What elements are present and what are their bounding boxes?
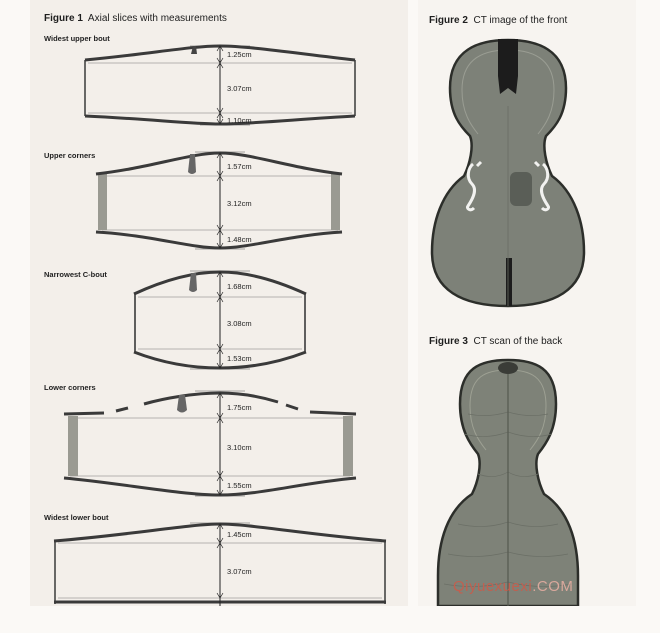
back-plate [63, 476, 357, 497]
fingerboard-shadow [498, 39, 518, 94]
measurement-middle: 3.07cm [227, 84, 252, 93]
measurement-bottom: 1.10cm [227, 116, 252, 125]
figure-1-number: Figure 1 [44, 13, 83, 24]
figure-2-caption: CT image of the front [473, 15, 568, 26]
slice-diagram-widest-upper-bout: 1.25cm 3.07cm 1.10cm [84, 44, 356, 126]
left-rib [98, 174, 107, 230]
purfling-upper [461, 49, 555, 135]
figure-1-caption: Axial slices with measurements [87, 13, 227, 24]
slice-diagram-narrowest-c-bout: 1.68cm 3.08cm 1.53cm [133, 270, 307, 370]
measurement-middle: 3.10cm [227, 443, 252, 452]
ct-front-image [430, 38, 586, 308]
measurement-arrows [216, 152, 224, 249]
measurement-middle: 3.07cm [227, 567, 252, 576]
left-rib [68, 416, 78, 476]
slice-label-widest-lower-bout: Widest lower bout [44, 513, 109, 522]
purfling-back [469, 369, 547, 451]
measurement-bottom: 1.53cm [227, 354, 252, 363]
bass-bar [191, 46, 197, 54]
bridge-area [510, 172, 532, 206]
bass-bar [177, 395, 187, 413]
f-hole-right [533, 160, 550, 212]
top-plate [95, 151, 343, 176]
figure-3-number: Figure 3 [429, 336, 468, 347]
measurement-middle: 3.12cm [227, 199, 252, 208]
bass-bar [188, 154, 196, 174]
measurement-top: 1.45cm [227, 530, 252, 539]
tailpiece-shadow [506, 258, 512, 306]
slice-label-upper-corners: Upper corners [44, 151, 96, 160]
measurement-top: 1.75cm [227, 403, 252, 412]
measurement-arrows [216, 271, 224, 369]
measurement-arrows [216, 392, 224, 496]
slice-label-lower-corners: Lower corners [44, 383, 96, 392]
slice-diagram-lower-corners: 1.75cm 3.10cm 1.55cm [63, 390, 357, 497]
measurement-top: 1.25cm [227, 50, 252, 59]
slice-diagram-widest-lower-bout: 1.45cm 3.07cm [53, 522, 387, 606]
right-rib [343, 416, 353, 476]
measurement-arrows [216, 45, 224, 125]
watermark-suffix: .COM [532, 578, 574, 595]
ct-back-image [436, 358, 580, 606]
measurement-bottom: 1.55cm [227, 481, 252, 490]
slice-label-narrowest-c-bout: Narrowest C-bout [44, 270, 107, 279]
top-plate [63, 391, 357, 416]
figure-2-number: Figure 2 [429, 15, 468, 26]
measurement-top: 1.57cm [227, 162, 252, 171]
measurement-top: 1.68cm [227, 282, 252, 291]
figure-3-title: Figure 3 CT scan of the back [429, 336, 562, 347]
watermark: Qiyuexuexi.COM [453, 578, 573, 595]
back-plate [95, 230, 343, 250]
figure-2-title: Figure 2 CT image of the front [429, 15, 567, 26]
figure-1-panel [30, 0, 408, 606]
right-rib [331, 174, 340, 230]
f-hole-left [466, 160, 483, 212]
bass-bar [189, 273, 197, 292]
figure-3-caption: CT scan of the back [473, 336, 563, 347]
measurement-arrows [216, 523, 224, 599]
slice-diagram-upper-corners: 1.57cm 3.12cm 1.48cm [95, 151, 343, 250]
figure-1-title: Figure 1 Axial slices with measurements [44, 13, 227, 24]
button [498, 362, 518, 374]
measurement-middle: 3.08cm [227, 319, 252, 328]
measurement-bottom: 1.48cm [227, 235, 252, 244]
slice-label-widest-upper-bout: Widest upper bout [44, 34, 110, 43]
watermark-main: Qiyuexuexi [453, 578, 533, 595]
